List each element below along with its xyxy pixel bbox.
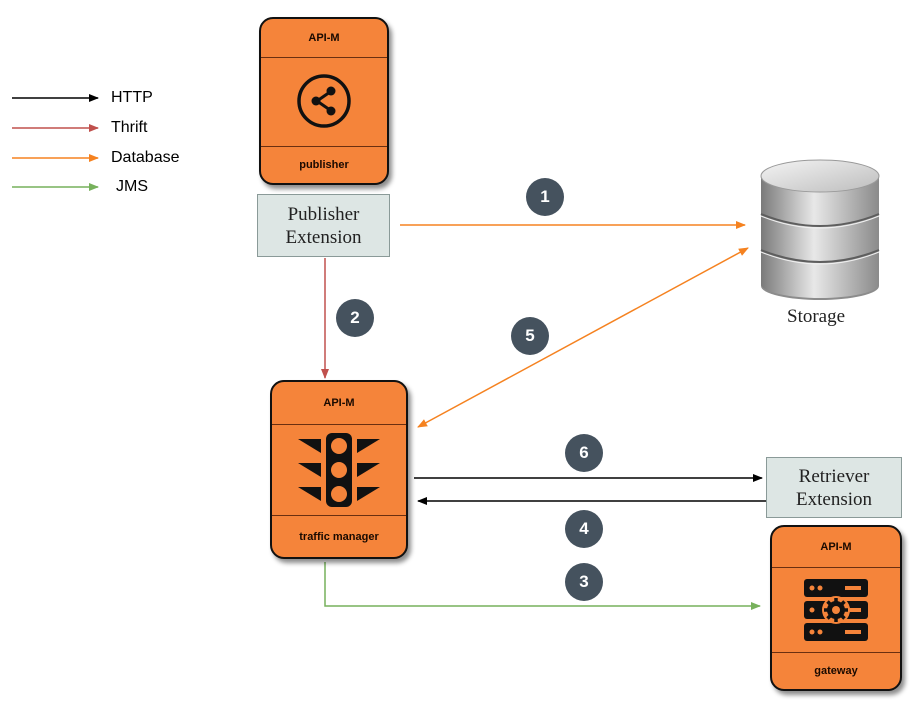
retriever-extension-line1: Retriever <box>798 465 870 487</box>
gateway-header: API-M <box>772 527 900 568</box>
legend-label-jms: JMS <box>116 178 148 195</box>
step-badge-3: 3 <box>565 563 603 601</box>
arrow-storage-traffic-manager <box>417 247 749 428</box>
publisher-extension-box: Publisher Extension <box>257 194 390 257</box>
step-badge-4: 4 <box>565 510 603 548</box>
server-gear-icon <box>772 567 900 653</box>
traffic-manager-footer: traffic manager <box>272 515 406 557</box>
publisher-extension-line1: Publisher <box>287 203 360 225</box>
storage-label: Storage <box>787 306 846 327</box>
legend-label-http: HTTP <box>111 89 153 106</box>
step-badge-1: 1 <box>526 178 564 216</box>
step-badge-2: 2 <box>336 299 374 337</box>
step-badge-6: 6 <box>565 434 603 472</box>
traffic-light-icon <box>272 424 406 516</box>
publisher-header: API-M <box>261 19 387 58</box>
step-badge-5: 5 <box>511 317 549 355</box>
traffic-manager-header: API-M <box>272 382 406 425</box>
arrow-traffic-manager-to-gateway <box>324 562 761 610</box>
retriever-extension-line2: Extension <box>796 488 872 510</box>
gateway-node: API-M <box>770 525 902 691</box>
publisher-extension-line2: Extension <box>285 226 362 248</box>
database-icon <box>760 159 880 300</box>
gateway-footer: gateway <box>772 652 900 689</box>
retriever-extension-box: Retriever Extension <box>766 457 902 518</box>
traffic-manager-node: API-M traffic manager <box>270 380 408 559</box>
share-icon <box>261 57 387 145</box>
publisher-footer: publisher <box>261 146 387 183</box>
legend-label-thrift: Thrift <box>111 119 148 136</box>
publisher-node: API-M publisher <box>259 17 389 185</box>
legend-label-database: Database <box>111 149 180 166</box>
